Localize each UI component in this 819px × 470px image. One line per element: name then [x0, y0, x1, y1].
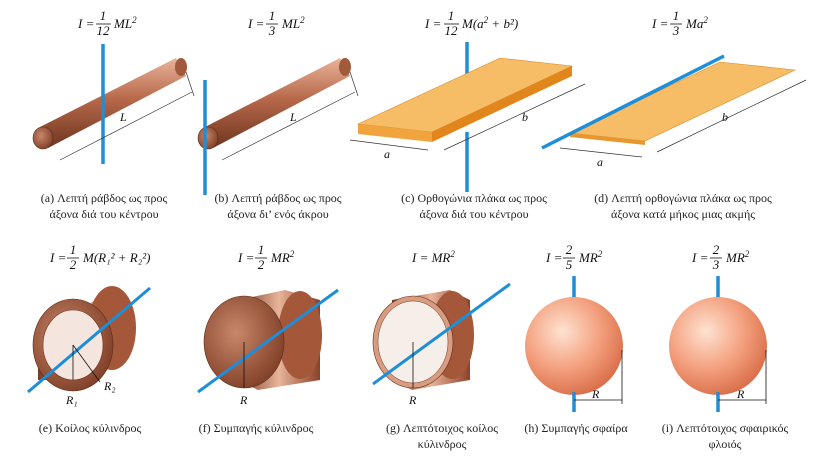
formula-b-rest: ML2	[281, 15, 305, 31]
rod-far-end	[339, 58, 351, 76]
formula-h-rest: MR2	[578, 249, 603, 265]
formula-c-num: 1	[448, 8, 455, 23]
formula-f: I =	[237, 250, 254, 265]
formula-c: I =	[424, 16, 441, 31]
formula-c-den: 12	[445, 23, 459, 38]
formula-i-num: 2	[713, 242, 720, 257]
cylinder-back	[278, 291, 322, 379]
rotation-axis	[372, 282, 511, 386]
dim-tick	[185, 71, 195, 97]
rod-end	[32, 126, 54, 150]
panel-b: I = 1 3 ML2 L (b) Λεπτή ράβδος ως προς ά…	[197, 8, 359, 221]
b-dimension	[443, 83, 586, 151]
length-label: L	[119, 110, 127, 124]
formula-f-den: 2	[258, 257, 265, 272]
rod-far-end	[175, 58, 187, 76]
spherical-shell	[669, 297, 767, 395]
formula-d: I =	[651, 16, 668, 31]
b-label: b	[722, 110, 728, 124]
dim-tick	[349, 71, 359, 97]
formula-b: I =	[247, 16, 264, 31]
formula-a-rest: ML2	[113, 15, 137, 31]
caption-c-line1: (c) Ορθογώνια πλάκα ως προς	[401, 191, 547, 205]
formula-f-num: 1	[258, 242, 265, 257]
length-dimension	[59, 91, 193, 161]
formula-b-den: 3	[268, 23, 276, 38]
panel-d: I = 1 3 Ma2 a b (d) Λεπτή ορθογώνια πλάκ…	[541, 8, 807, 221]
caption-b-line2: άξονα δι’ ενός άκρου	[227, 207, 328, 221]
formula-i-rest: MR2	[725, 249, 750, 265]
plate-side	[432, 66, 572, 142]
formula-h-num: 2	[566, 242, 573, 257]
caption-d-line1: (d) Λεπτή ορθογώνια πλάκα ως προς	[594, 191, 772, 205]
plate-front	[570, 133, 645, 145]
r2-line	[72, 344, 101, 383]
panel-a: I = 1 12 ML2 L (a) Λεπτή ράβδος ως προς …	[32, 8, 195, 221]
rod-body	[38, 58, 186, 148]
formula-a-den: 12	[97, 23, 111, 38]
caption-i-line2: φλοιός	[709, 437, 742, 451]
formula-f-rest: MR2	[270, 249, 295, 265]
formula-d-num: 1	[673, 8, 680, 23]
formula-h: I =	[545, 250, 562, 265]
length-dimension	[221, 91, 356, 161]
formula-c-rest: M(a2 + b²)	[461, 15, 518, 31]
caption-a-line2: άξονα διά του κέντρου	[49, 207, 158, 221]
formula-d-den: 3	[672, 23, 680, 38]
rod-end	[197, 126, 219, 150]
caption-c-line2: άξονα διά του κέντρου	[419, 207, 528, 221]
formula-a-num: 1	[100, 8, 107, 23]
rotation-axis	[197, 288, 339, 394]
r1-label: R₁	[65, 393, 78, 407]
r-label: R	[239, 393, 248, 407]
formula-b-num: 1	[269, 8, 276, 23]
formula-e-rest: M(R₁² + R₂²)	[82, 250, 150, 265]
rod-body	[203, 58, 350, 148]
formula-e-num: 1	[70, 242, 77, 257]
a-dimension	[349, 139, 429, 151]
panel-g: I = MR2 R (g) Λεπτότοιχος κοίλος κύλινδρ…	[372, 249, 511, 451]
formula-d-rest: Ma2	[685, 15, 708, 31]
panel-c: I = 1 12 M(a2 + b²) a b (c) Ορθογώνια πλ…	[349, 8, 586, 221]
formula-a: I =	[77, 16, 94, 31]
a-label: a	[384, 147, 390, 161]
r2-label: R₂	[103, 379, 116, 393]
formula-e: I =	[49, 250, 66, 265]
caption-f-line1: (f) Συμπαγής κύλινδρος	[199, 421, 314, 435]
formula-h-den: 5	[566, 257, 573, 272]
a-dimension	[559, 147, 643, 158]
r-label: R	[591, 387, 600, 401]
caption-a-line1: (a) Λεπτή ράβδος ως προς	[41, 191, 168, 205]
panel-i: I = 2 3 MR2 R (i) Λεπτότοιχος σφαιρικός …	[662, 242, 789, 451]
a-label: a	[597, 155, 603, 169]
b-dimension	[656, 79, 807, 153]
caption-g-line1: (g) Λεπτότοιχος κοίλος	[386, 421, 498, 435]
caption-d-line2: άξονα κατά μήκος μιας ακμής	[611, 207, 755, 221]
length-label: L	[289, 110, 297, 124]
plate-front	[358, 124, 432, 142]
r-label: R	[736, 387, 745, 401]
caption-i-line1: (i) Λεπτότοιχος σφαιρικός	[662, 421, 789, 435]
b-label: b	[522, 110, 528, 124]
r-label: R	[408, 393, 417, 407]
plate-top	[568, 61, 797, 142]
formula-i: I =	[691, 250, 708, 265]
rotation-axis	[27, 286, 151, 394]
formula-i-den: 3	[712, 257, 720, 272]
sphere	[525, 297, 623, 395]
rotation-axis	[541, 54, 725, 150]
caption-g-line2: κύλινδρος	[418, 437, 467, 451]
caption-e-line1: (e) Κοίλος κύλινδρος	[39, 421, 142, 435]
panel-f: I = 1 2 MR2 R (f) Συμπαγής κύλινδρος	[197, 242, 339, 435]
formula-e-den: 2	[70, 257, 77, 272]
formula-g: I = MR2	[411, 249, 455, 265]
caption-b-line1: (b) Λεπτή ράβδος ως προς	[214, 191, 341, 205]
caption-h-line1: (h) Συμπαγής σφαίρα	[524, 421, 628, 435]
panel-h: I = 2 5 MR2 R (h) Συμπαγής σφαίρα	[524, 242, 628, 435]
panel-e: I = 1 2 M(R₁² + R₂²) R₁ R₂ (e) Κοίλος κύ…	[27, 242, 151, 435]
